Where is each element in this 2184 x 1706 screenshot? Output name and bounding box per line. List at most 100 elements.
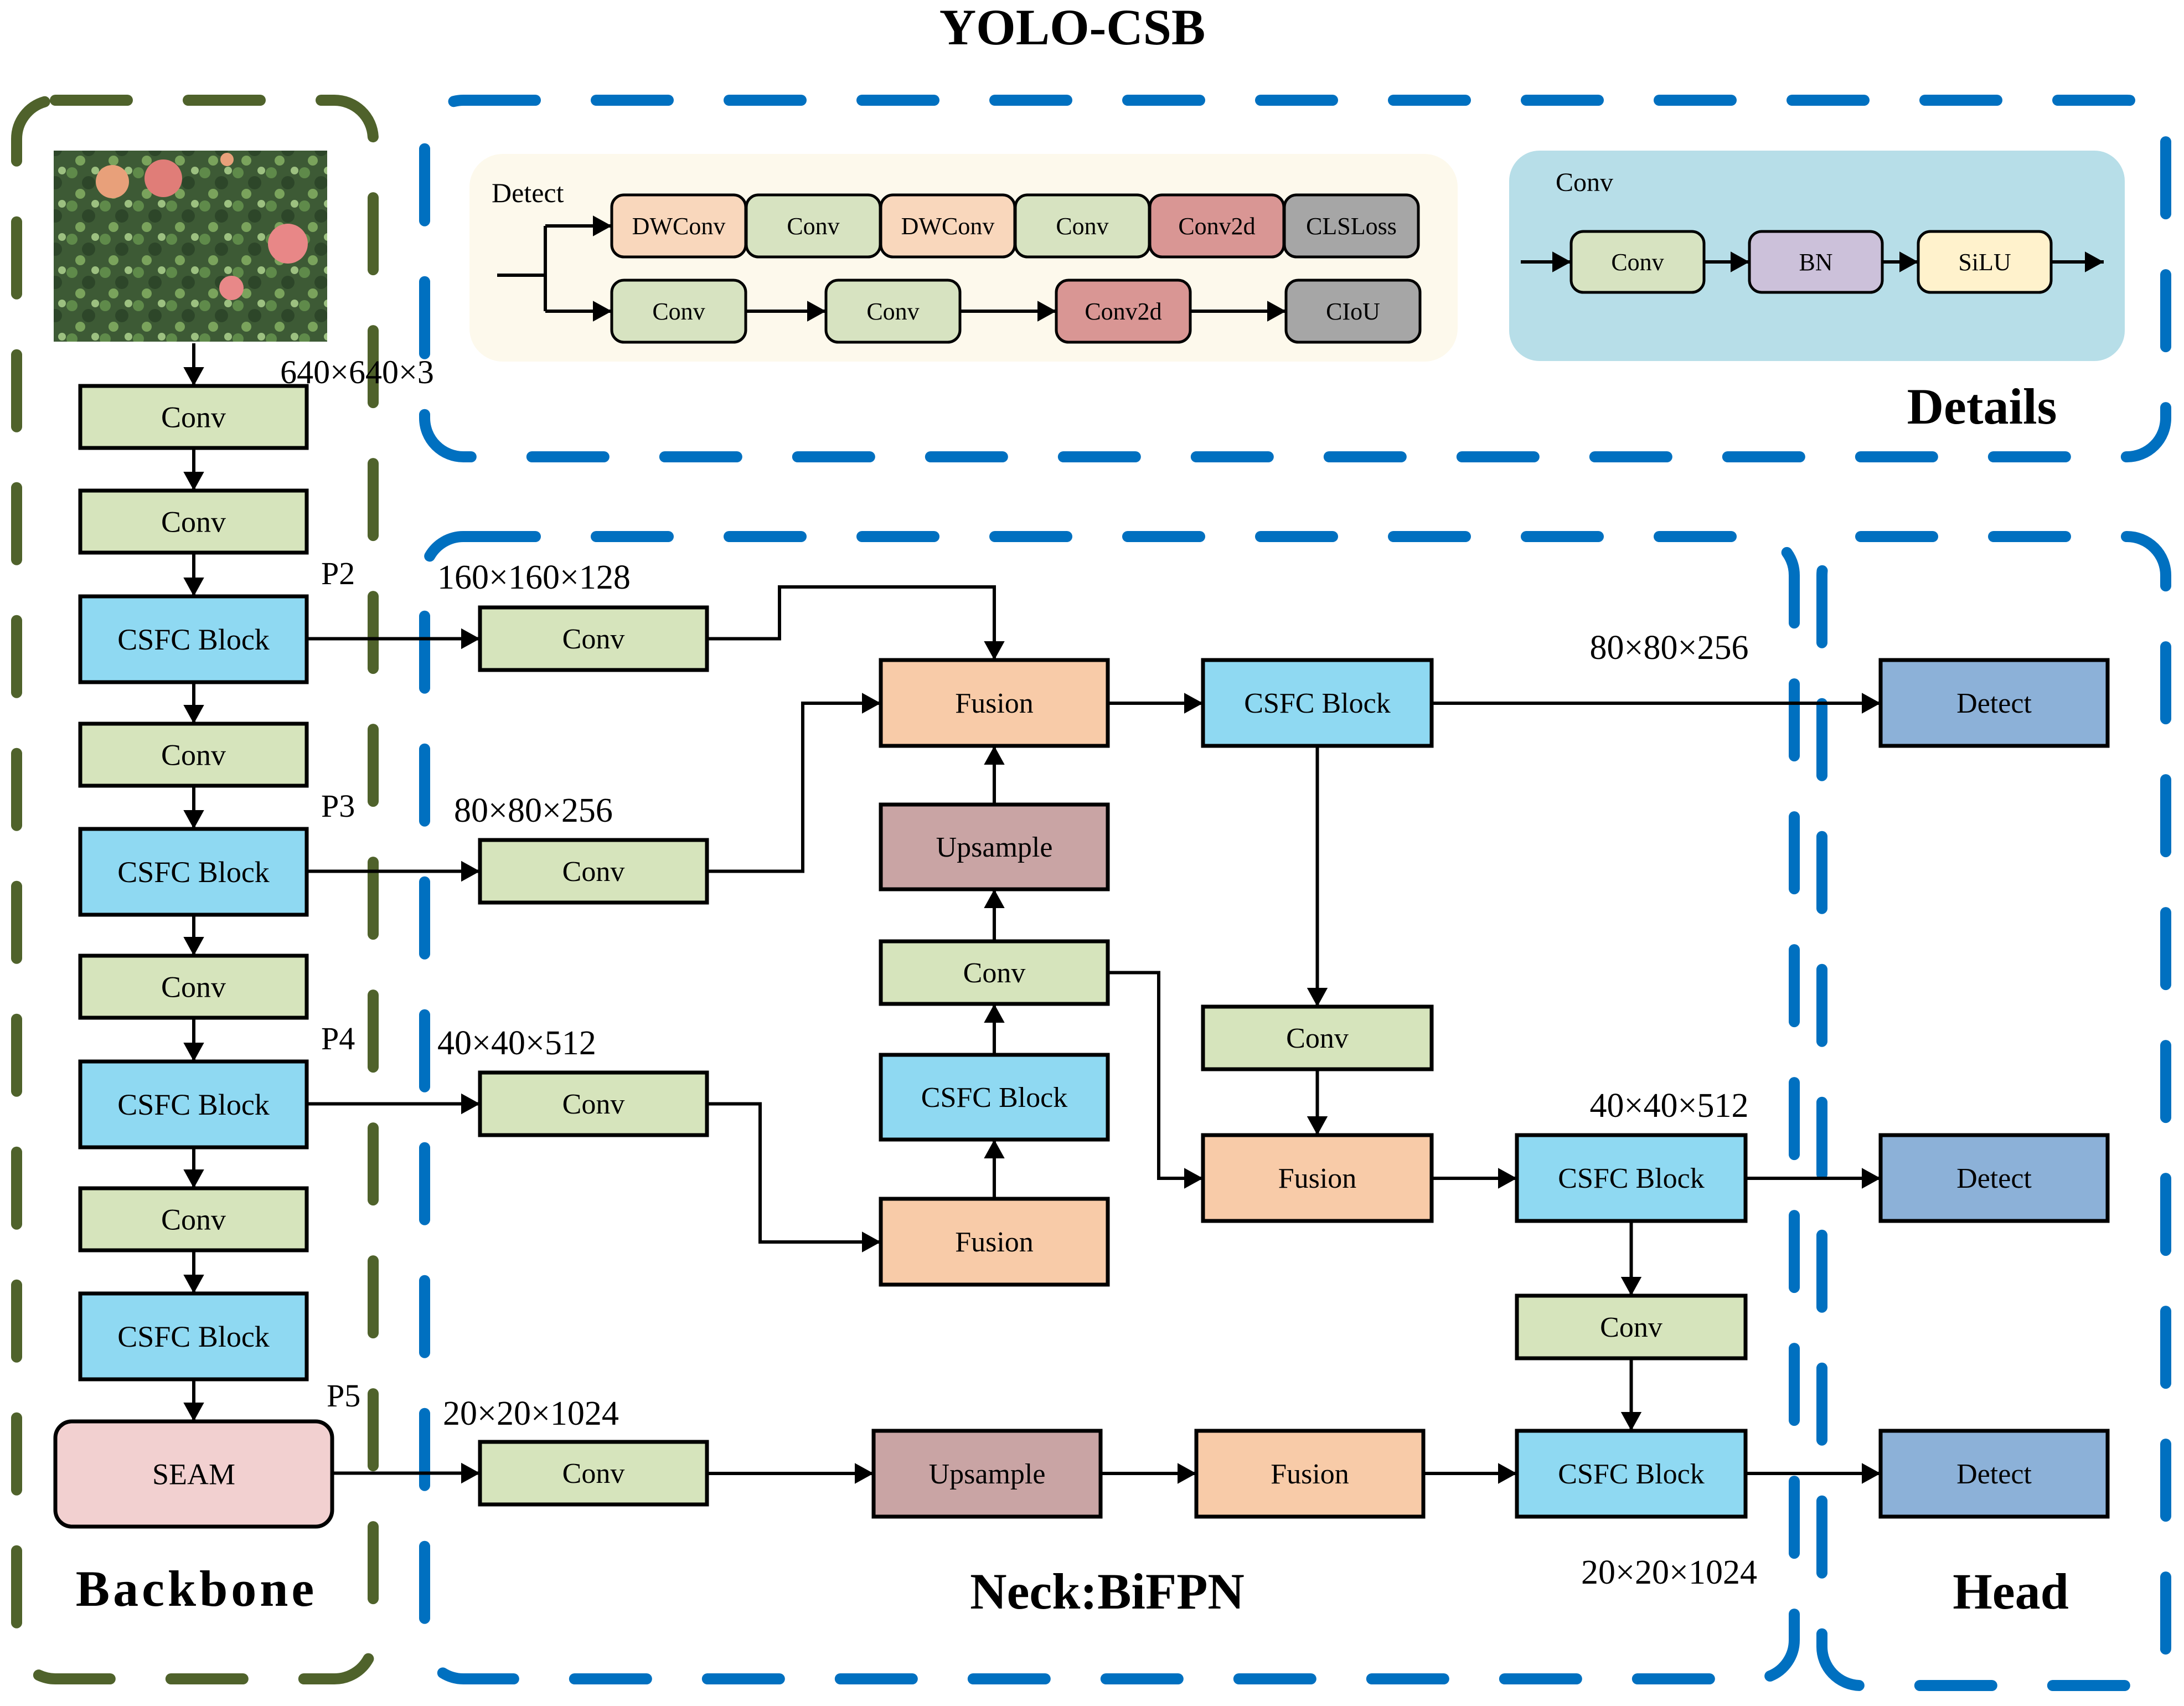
neck-node-conv-p5: Conv	[478, 1440, 709, 1507]
detect-detail-row1-block-0: DWConv	[610, 193, 747, 259]
neck-node-fusion-bottom-shape	[1194, 1429, 1426, 1519]
arrowhead-icon	[1862, 1168, 1881, 1189]
neck-node-upsample-bottom-label: Upsample	[929, 1458, 1046, 1490]
backbone-block-1-conv-label: Conv	[161, 505, 226, 538]
connector-line	[707, 585, 996, 660]
neck-node-conv-right-label: Conv	[1286, 1023, 1349, 1054]
arrowhead-icon	[461, 628, 480, 650]
arrowhead-icon	[461, 1462, 480, 1484]
detect-detail-row1-block-4-label: Conv2d	[1178, 213, 1255, 240]
neck-node-csfc-mid-shape	[879, 1053, 1110, 1142]
arrowhead-icon	[183, 1043, 204, 1061]
arrowhead-icon	[461, 860, 480, 882]
neck-node-csfc-mid-label: CSFC Block	[921, 1082, 1067, 1114]
head-detect-2-label: Detect	[1956, 1163, 2032, 1194]
arrowhead-icon	[984, 1140, 1005, 1158]
backbone-block-9-seam: SEAM	[53, 1419, 334, 1529]
neck-node-conv-mid: Conv	[879, 939, 1110, 1006]
detect-detail-row1-block-5: CLSLoss	[1283, 193, 1420, 259]
size-label-p3: 80×80×256	[454, 792, 613, 829]
neck-node-conv-mid-label: Conv	[963, 957, 1026, 989]
backbone-block-7-conv: Conv	[78, 1186, 309, 1253]
conv-detail-title: Conv	[1556, 168, 1613, 197]
detect-detail-row2-block-3-shape	[1284, 279, 1422, 344]
backbone-block-7-conv-shape	[78, 1186, 309, 1253]
backbone-block-5-conv: Conv	[78, 953, 309, 1020]
detect-detail-row1-block-2-label: DWConv	[901, 213, 995, 240]
tap-label-p4: P4	[321, 1020, 355, 1056]
backbone-block-4-csfc: CSFC Block	[78, 827, 309, 917]
head-detect-2-shape	[1878, 1133, 2110, 1223]
neck-node-csfc-out2: CSFC Block	[1515, 1133, 1748, 1223]
backbone-section-border	[11, 95, 379, 1684]
backbone-block-3-conv: Conv	[78, 721, 309, 788]
backbone-block-4-csfc-label: CSFC Block	[117, 855, 270, 889]
arrowhead-icon	[1267, 301, 1286, 322]
detect-detail-row2-block-1-shape	[824, 279, 962, 344]
backbone-block-8-csfc-label: CSFC Block	[117, 1320, 270, 1353]
neck-node-csfc-out2-label: CSFC Block	[1558, 1163, 1704, 1194]
neck-node-csfc-out3-shape	[1515, 1429, 1748, 1519]
arrowhead-icon	[183, 705, 204, 724]
neck-node-conv-p2: Conv	[478, 605, 709, 672]
neck-node-upsample-mid: Upsample	[879, 802, 1110, 891]
head-detect-3: Detect	[1878, 1429, 2110, 1519]
arrowhead-icon	[1184, 1168, 1203, 1189]
arrowhead-icon	[183, 1275, 204, 1293]
backbone-block-6-csfc-label: CSFC Block	[117, 1088, 270, 1121]
detect-detail-row2-block-0-label: Conv	[652, 298, 705, 325]
backbone-block-5-conv-shape	[78, 953, 309, 1020]
size-label-p5: 20×20×1024	[443, 1395, 619, 1432]
arrowhead-icon	[2085, 251, 2104, 272]
backbone-block-0-conv: Conv	[78, 384, 309, 450]
connection-wires	[307, 585, 1881, 1484]
backbone-block-0-conv-label: Conv	[161, 400, 226, 434]
size-label-out3: 20×20×1024	[1581, 1554, 1757, 1591]
conv-detail-chain-block-2: SiLU	[1917, 230, 2053, 294]
connector-line	[707, 1102, 881, 1244]
size-label-p2: 160×160×128	[437, 559, 631, 596]
arrowhead-icon	[984, 746, 1005, 765]
details-section-border	[419, 95, 2171, 462]
arrowhead-icon	[984, 641, 1005, 660]
neck-node-fusion-top-label: Fusion	[955, 688, 1034, 719]
conv-detail-chain-block-2-label: SiLU	[1958, 249, 2011, 276]
neck-node-csfc-out2-shape	[1515, 1133, 1748, 1223]
arrowhead-icon	[593, 301, 612, 322]
neck-node-upsample-bottom-shape	[871, 1429, 1103, 1519]
head-label: Head	[1953, 1563, 2069, 1620]
conv-detail-chain-block-0: Conv	[1569, 230, 1706, 294]
backbone-block-1-conv: Conv	[78, 488, 309, 555]
head-detect-1: Detect	[1878, 658, 2110, 748]
arrowhead-icon	[461, 1093, 480, 1115]
neck-node-csfc-mid: CSFC Block	[879, 1053, 1110, 1142]
detect-detail-row2-block-0-shape	[610, 279, 747, 344]
arrowhead-icon	[1307, 1116, 1328, 1135]
tap-label-p2: P2	[321, 555, 355, 591]
backbone-block-5-conv-label: Conv	[161, 970, 226, 1003]
detect-detail-connectors	[497, 215, 1286, 322]
detect-detail-row2-block-3-label: CIoU	[1326, 298, 1380, 325]
detect-detail-row2-block-0: Conv	[610, 279, 747, 344]
arrowhead-icon	[984, 889, 1005, 908]
details-label: Details	[1907, 378, 2057, 435]
arrowhead-icon	[183, 472, 204, 491]
arrowhead-icon	[807, 301, 826, 322]
head-detect-3-label: Detect	[1956, 1458, 2032, 1490]
neck-node-conv-p5-shape	[478, 1440, 709, 1507]
detect-detail-row1-block-2: DWConv	[879, 193, 1016, 259]
neck-node-conv-p3-label: Conv	[562, 856, 625, 888]
arrowhead-icon	[1862, 693, 1881, 714]
neck-node-conv-bottom-label: Conv	[1600, 1312, 1662, 1343]
detect-detail-row1-block-1: Conv	[745, 193, 882, 259]
neck-node-fusion-low: Fusion	[879, 1197, 1110, 1287]
backbone-block-2-csfc-label: CSFC Block	[117, 623, 270, 656]
backbone-block-7-conv-label: Conv	[161, 1203, 226, 1236]
arrowhead-icon	[1178, 1463, 1196, 1484]
head-detect-2: Detect	[1878, 1133, 2110, 1223]
